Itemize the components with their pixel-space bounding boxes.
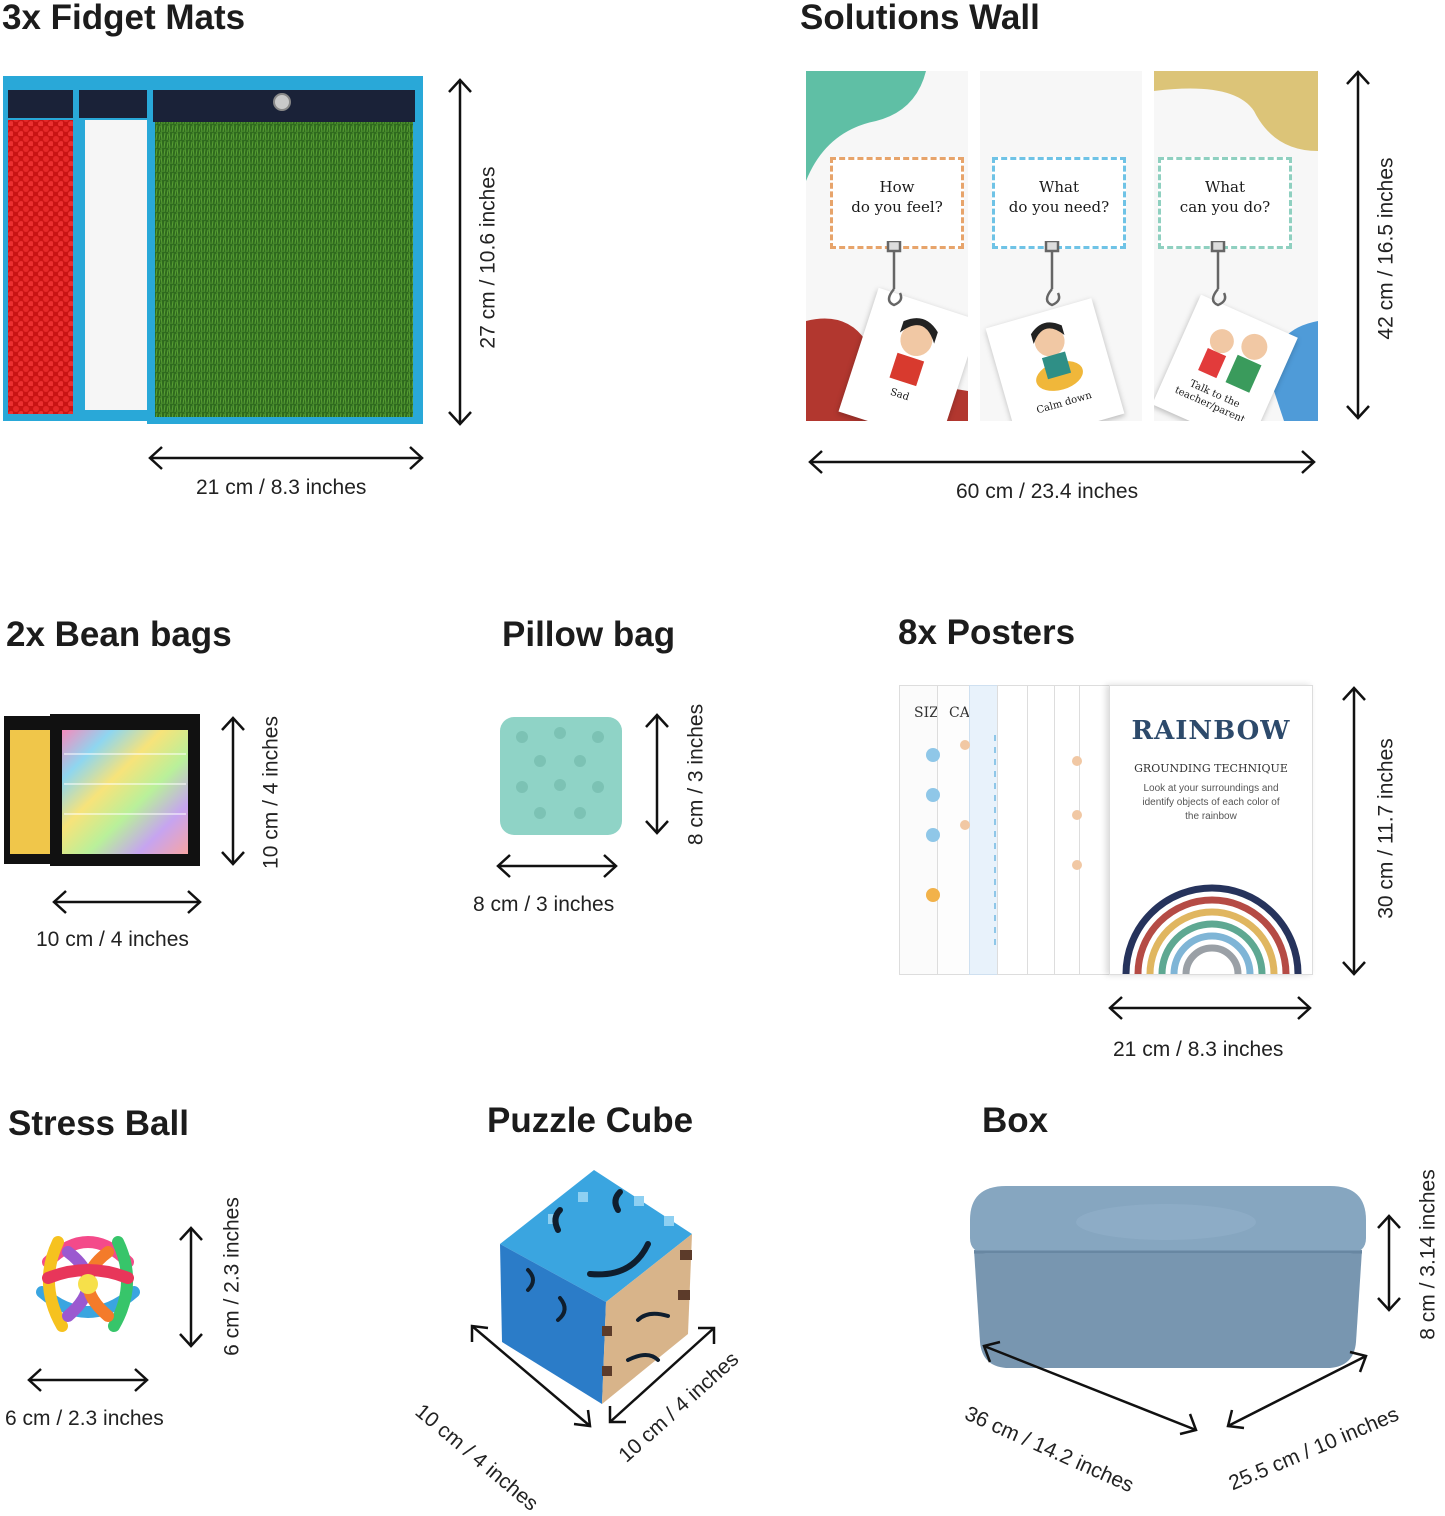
puzzle-cube-title: Puzzle Cube [487, 1101, 694, 1140]
poster-front-body: Look at your surroundings and identify o… [1142, 783, 1280, 822]
fidget-mats-height-arrow [448, 78, 472, 426]
posters-height-arrow [1342, 686, 1366, 976]
stress-ball-width-label: 6 cm / 2.3 inches [5, 1407, 164, 1430]
solutions-wall-image: How do you feel? Sad What do you need? C… [806, 71, 1318, 421]
solutions-wall-title: Solutions Wall [800, 0, 1040, 37]
stress-ball-image [36, 1236, 140, 1332]
pillow-bag-image [500, 717, 622, 835]
solutions-panel-3-line1: What [1204, 178, 1246, 196]
fidget-mats-width-arrow [148, 446, 424, 470]
bean-bags-width-label: 10 cm / 4 inches [36, 928, 189, 951]
solutions-wall-height-arrow [1346, 70, 1370, 420]
solutions-wall-width-label: 60 cm / 23.4 inches [956, 480, 1139, 503]
poster-front-subtitle: GROUNDING TECHNIQUE [1134, 762, 1288, 775]
posters-width-arrow [1108, 996, 1312, 1020]
posters-image: SIZ CA RAINBOW GROUNDING TECHNIQUE Look … [899, 685, 1313, 975]
stress-ball-width-arrow [27, 1368, 149, 1392]
posters-height-label: 30 cm / 11.7 inches [1374, 738, 1398, 919]
solutions-panel-1-line2: do you feel? [851, 198, 943, 216]
fidget-mats-height-label: 27 cm / 10.6 inches [476, 166, 500, 349]
bean-bags-image [4, 714, 200, 866]
bean-bags-height-arrow [221, 716, 245, 866]
bean-bags-width-arrow [52, 890, 202, 914]
pillow-bag-height-arrow [645, 713, 669, 835]
fidget-mats-title: 3x Fidget Mats [2, 0, 246, 37]
solutions-panel-2: What do you need? Calm down [980, 71, 1142, 421]
box-height-label: 8 cm / 3.14 inches [1416, 1169, 1440, 1340]
box-height-arrow [1377, 1214, 1401, 1312]
solutions-wall-height-label: 42 cm / 16.5 inches [1374, 157, 1398, 340]
bean-bags-height-label: 10 cm / 4 inches [259, 716, 283, 869]
fidget-mats-image [3, 76, 423, 424]
box-title: Box [982, 1101, 1049, 1140]
posters-title: 8x Posters [898, 613, 1076, 652]
poster-front: RAINBOW GROUNDING TECHNIQUE Look at your… [1109, 685, 1313, 975]
stress-ball-title: Stress Ball [8, 1104, 189, 1143]
stress-ball-height-label: 6 cm / 2.3 inches [220, 1197, 244, 1356]
pillow-bag-width-arrow [496, 854, 618, 878]
pillow-bag-title: Pillow bag [502, 615, 676, 654]
box-length-arrow [982, 1340, 1198, 1436]
solutions-wall-width-arrow [808, 450, 1316, 474]
box-width-arrow [1226, 1350, 1368, 1430]
puzzle-cube-image [500, 1170, 692, 1404]
pillow-bag-height-label: 8 cm / 3 inches [684, 703, 708, 846]
posters-width-label: 21 cm / 8.3 inches [1113, 1038, 1284, 1061]
box-image [970, 1186, 1366, 1368]
puzzle-cube-right-arrow [608, 1326, 716, 1424]
bean-bags-title: 2x Bean bags [6, 615, 232, 654]
stress-ball-height-arrow [179, 1226, 203, 1348]
poster-back-label-1: SIZ [914, 705, 939, 721]
solutions-panel-3: What can you do? Talk to the teacher/par… [1154, 71, 1318, 421]
poster-front-title: RAINBOW [1131, 716, 1291, 746]
solutions-panel-2-line1: What [1038, 178, 1080, 196]
fidget-mats-width-label: 21 cm / 8.3 inches [196, 476, 367, 499]
poster-back-label-2: CA [949, 705, 970, 721]
solutions-panel-3-line2: can you do? [1179, 198, 1271, 216]
puzzle-cube-left-arrow [470, 1324, 592, 1428]
pillow-bag-width-label: 8 cm / 3 inches [473, 893, 615, 916]
solutions-panel-1-line1: How [879, 178, 915, 196]
solutions-panel-2-line2: do you need? [1008, 198, 1110, 216]
